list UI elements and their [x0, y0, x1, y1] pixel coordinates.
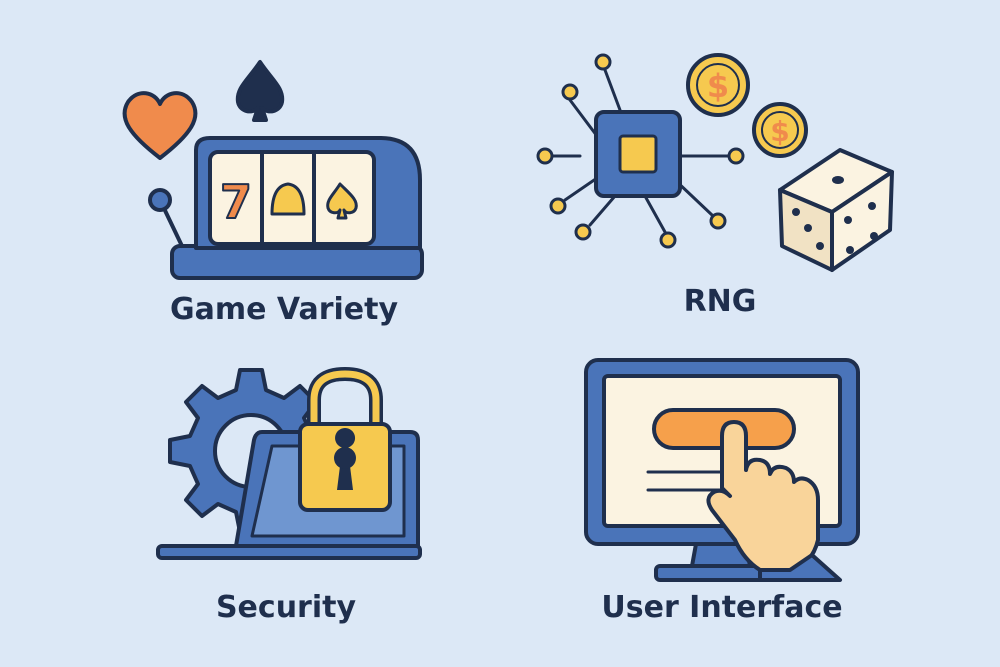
- lever-knob: [148, 188, 172, 212]
- pointing-hand-icon: [706, 420, 820, 572]
- monitor-touch-icon: [584, 358, 860, 582]
- coin-icon: $: [686, 53, 750, 117]
- laptop-lock-icon: [156, 367, 422, 560]
- label-rng: RNG: [683, 284, 757, 319]
- keyhole: [335, 428, 356, 490]
- bell-icon: [270, 182, 306, 216]
- spade-icon: [326, 182, 358, 220]
- dice-icon: [778, 148, 894, 272]
- svg-text:$: $: [770, 115, 789, 148]
- label-user-interface: User Interface: [601, 590, 843, 625]
- svg-text:$: $: [707, 67, 729, 105]
- chip-dice-icon: $ $: [536, 53, 894, 272]
- label-game-variety: Game Variety: [169, 292, 399, 327]
- heart-icon: [122, 91, 198, 160]
- spade-icon: [235, 60, 285, 122]
- slot-seven: 7: [220, 175, 252, 229]
- slot-machine-icon: 7: [122, 60, 424, 280]
- label-security: Security: [215, 590, 357, 625]
- coin-icon: $: [752, 102, 808, 158]
